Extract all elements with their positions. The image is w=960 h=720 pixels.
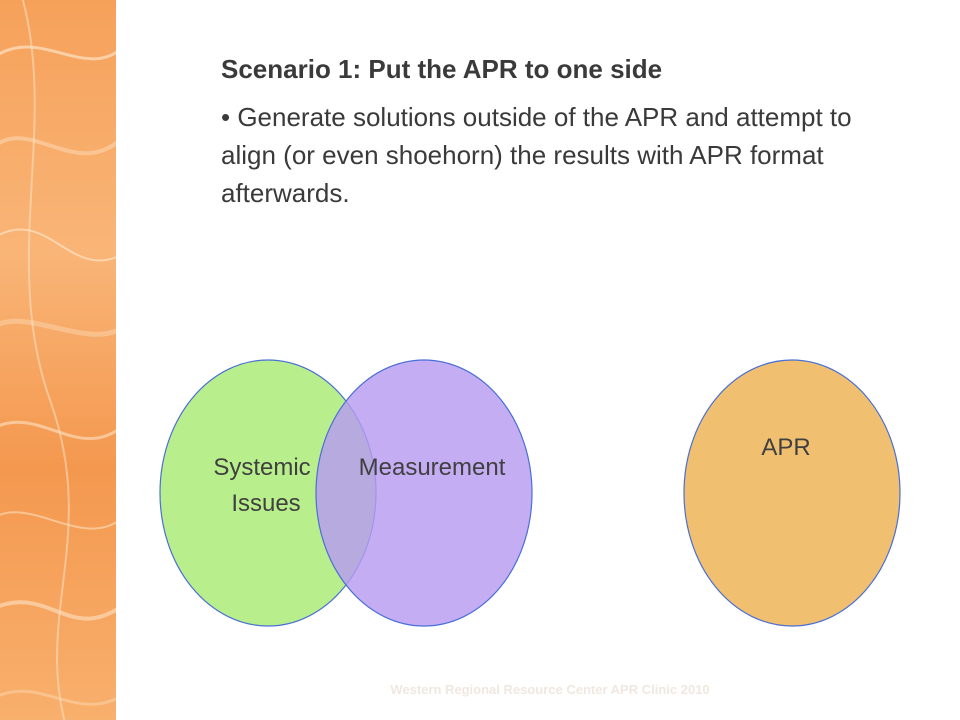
footer-text: Western Regional Resource Center APR Cli… [390,682,710,697]
decorative-swirl-pattern [0,0,116,720]
decorative-side-band [0,0,116,720]
apr-label: APR [761,434,810,461]
measurement-circle [315,359,533,627]
systemic-issues-label-line2: Issues [231,490,300,517]
systemic-issues-label-line1: Systemic [213,454,310,481]
bullet-text: • Generate solutions outside of the APR … [221,102,852,208]
measurement-label: Measurement [359,454,506,481]
apr-circle [683,359,901,627]
slide-title: Scenario 1: Put the APR to one side [221,54,663,84]
